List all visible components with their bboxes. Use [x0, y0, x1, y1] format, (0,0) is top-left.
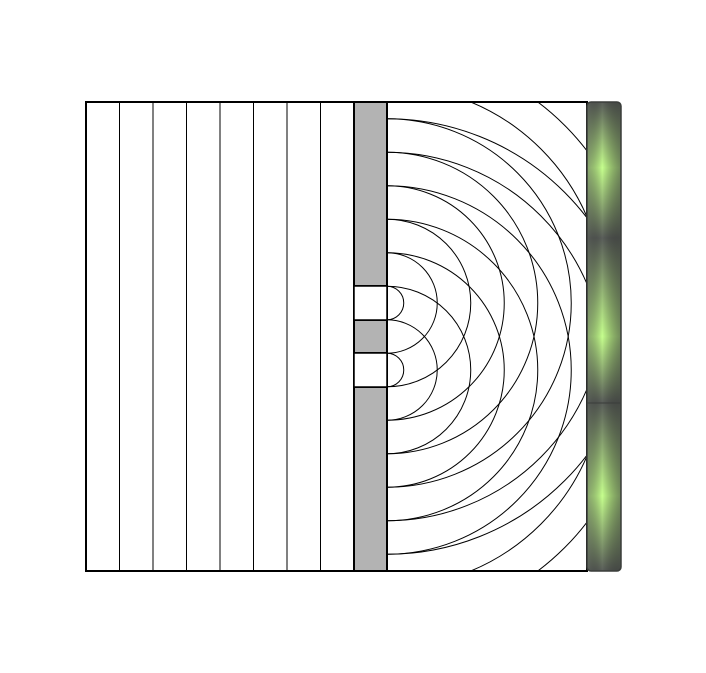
double-slit-barrier — [353, 101, 388, 572]
slit-lower — [353, 352, 388, 388]
incident-region — [85, 101, 355, 572]
screen-shading — [587, 102, 621, 571]
barrier-middle — [353, 319, 388, 354]
propagation-frame — [386, 101, 588, 572]
interference-screen — [586, 101, 622, 572]
circular-wavefront — [387, 285, 472, 455]
circular-wavefront — [387, 285, 405, 321]
plane-wavefronts — [119, 102, 321, 571]
barrier-upper — [353, 101, 388, 287]
circular-wavefronts — [387, 102, 587, 571]
circular-wavefront — [387, 218, 472, 388]
circular-wavefront — [387, 185, 505, 421]
circular-wavefront — [387, 352, 405, 388]
circular-wavefront — [387, 252, 505, 488]
circular-wavefront — [387, 151, 539, 455]
screen-outline — [586, 101, 622, 572]
circular-wavefront — [387, 319, 438, 421]
circular-wavefront — [387, 118, 572, 488]
barrier-lower — [353, 386, 388, 572]
circular-wavefront — [387, 218, 539, 522]
circular-wavefront — [387, 185, 572, 555]
slit-upper — [353, 285, 388, 321]
